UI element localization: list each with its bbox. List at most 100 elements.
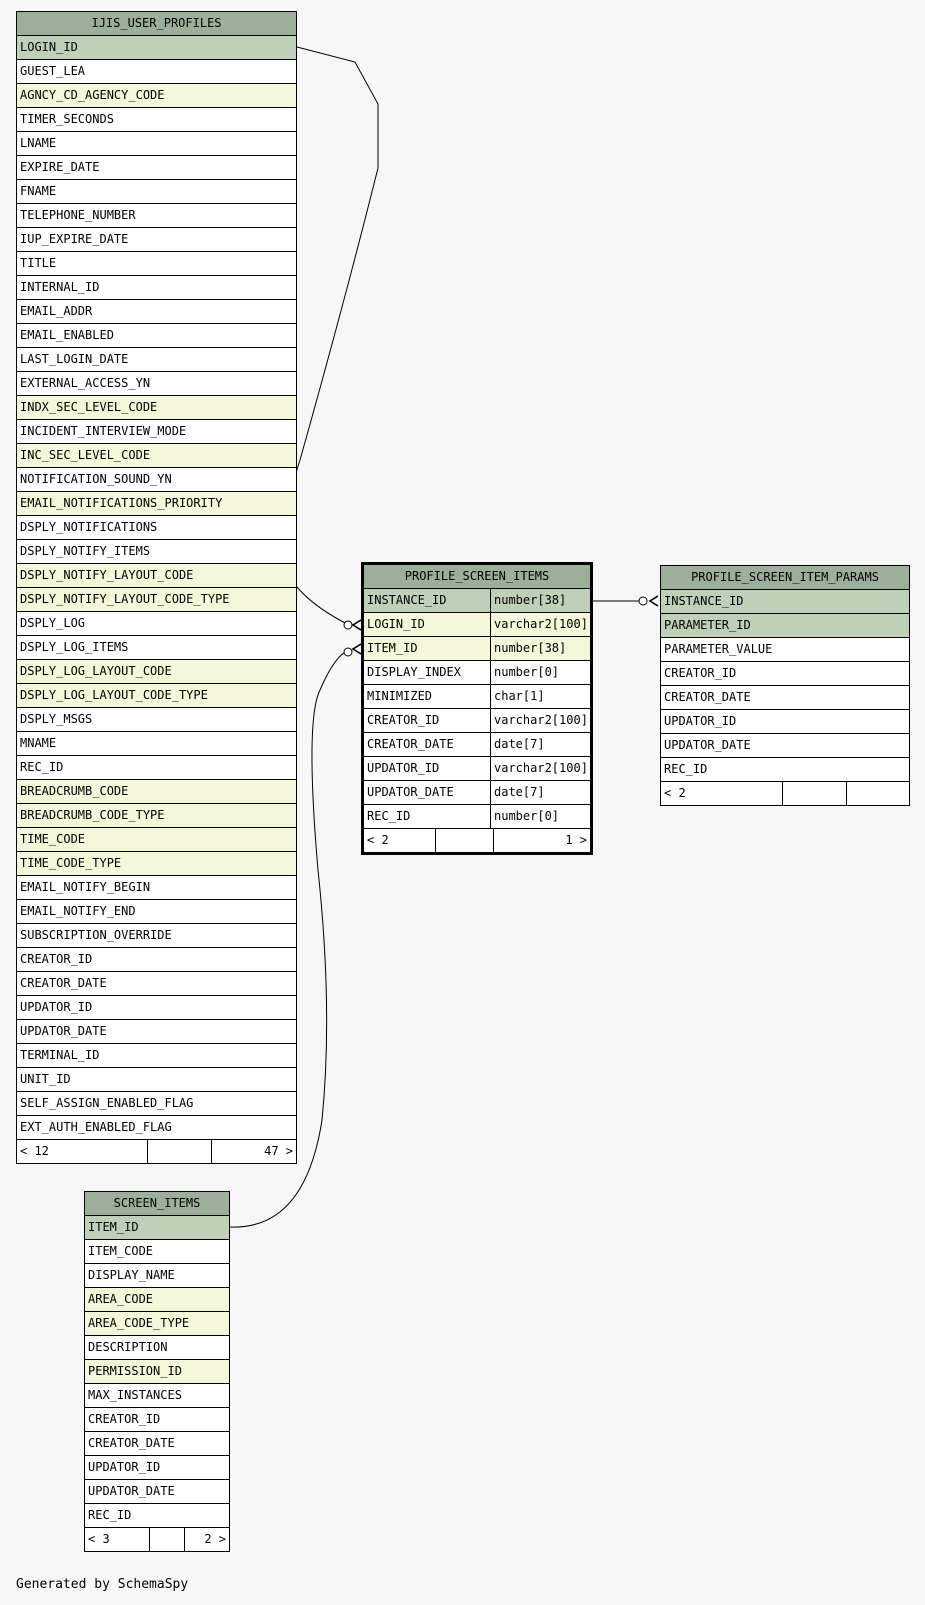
- column-row[interactable]: ITEM_ID: [85, 1216, 229, 1240]
- column-row[interactable]: CREATOR_ID: [85, 1408, 229, 1432]
- column-row[interactable]: IUP_EXPIRE_DATE: [17, 228, 296, 252]
- column-row[interactable]: DSPLY_MSGS: [17, 708, 296, 732]
- column-row[interactable]: BREADCRUMB_CODE: [17, 780, 296, 804]
- column-row[interactable]: EMAIL_ENABLED: [17, 324, 296, 348]
- column-row[interactable]: DESCRIPTION: [85, 1336, 229, 1360]
- column-row[interactable]: REC_ID: [661, 758, 909, 782]
- column-row[interactable]: PARAMETER_ID: [661, 614, 909, 638]
- column-row[interactable]: CREATOR_DATE: [661, 686, 909, 710]
- column-row[interactable]: UNIT_ID: [17, 1068, 296, 1092]
- column-row[interactable]: DSPLY_LOG_LAYOUT_CODE: [17, 660, 296, 684]
- column-row[interactable]: LAST_LOGIN_DATE: [17, 348, 296, 372]
- column-name: DISPLAY_NAME: [88, 1268, 175, 1282]
- column-row[interactable]: ITEM_CODE: [85, 1240, 229, 1264]
- column-row[interactable]: EMAIL_ADDR: [17, 300, 296, 324]
- column-row[interactable]: INC_SEC_LEVEL_CODE: [17, 444, 296, 468]
- column-row[interactable]: CREATOR_ID: [661, 662, 909, 686]
- child-count[interactable]: 2 >: [204, 1532, 226, 1546]
- column-row[interactable]: DSPLY_NOTIFY_LAYOUT_CODE: [17, 564, 296, 588]
- column-row[interactable]: AGNCY_CD_AGENCY_CODE: [17, 84, 296, 108]
- table-title[interactable]: PROFILE_SCREEN_ITEM_PARAMS: [661, 566, 909, 590]
- column-row[interactable]: UPDATOR_ID: [661, 710, 909, 734]
- column-row[interactable]: AREA_CODE: [85, 1288, 229, 1312]
- column-row[interactable]: SELF_ASSIGN_ENABLED_FLAG: [17, 1092, 296, 1116]
- column-row[interactable]: TIME_CODE: [17, 828, 296, 852]
- parent-count[interactable]: < 2: [364, 829, 436, 852]
- child-count[interactable]: 1 >: [565, 833, 587, 847]
- column-row[interactable]: AREA_CODE_TYPE: [85, 1312, 229, 1336]
- column-row[interactable]: INSTANCE_ID: [661, 590, 909, 614]
- column-name: UNIT_ID: [20, 1072, 71, 1086]
- column-row[interactable]: INTERNAL_ID: [17, 276, 296, 300]
- column-row[interactable]: REC_ID: [17, 756, 296, 780]
- column-row[interactable]: DSPLY_LOG_LAYOUT_CODE_TYPE: [17, 684, 296, 708]
- column-row[interactable]: UPDATOR_DATE: [85, 1480, 229, 1504]
- column-row[interactable]: EXPIRE_DATE: [17, 156, 296, 180]
- column-name: TELEPHONE_NUMBER: [20, 208, 136, 222]
- parent-count[interactable]: < 2: [661, 782, 783, 805]
- child-count[interactable]: 47 >: [264, 1144, 293, 1158]
- column-row[interactable]: PERMISSION_ID: [85, 1360, 229, 1384]
- column-row[interactable]: NOTIFICATION_SOUND_YN: [17, 468, 296, 492]
- column-row[interactable]: EMAIL_NOTIFY_END: [17, 900, 296, 924]
- column-row[interactable]: REC_ID: [85, 1504, 229, 1528]
- column-row[interactable]: TELEPHONE_NUMBER: [17, 204, 296, 228]
- column-row[interactable]: PARAMETER_VALUE: [661, 638, 909, 662]
- column-row[interactable]: UPDATOR_ID: [17, 996, 296, 1020]
- column-row[interactable]: MNAME: [17, 732, 296, 756]
- column-row[interactable]: BREADCRUMB_CODE_TYPE: [17, 804, 296, 828]
- column-row[interactable]: FNAME: [17, 180, 296, 204]
- column-row[interactable]: DSPLY_NOTIFY_ITEMS: [17, 540, 296, 564]
- table-title[interactable]: IJIS_USER_PROFILES: [17, 12, 296, 36]
- column-row[interactable]: DSPLY_NOTIFY_LAYOUT_CODE_TYPE: [17, 588, 296, 612]
- column-row[interactable]: UPDATOR_DATE: [17, 1020, 296, 1044]
- column-row[interactable]: MAX_INSTANCES: [85, 1384, 229, 1408]
- column-row[interactable]: DISPLAY_NAME: [85, 1264, 229, 1288]
- column-row[interactable]: CREATOR_DATE: [85, 1432, 229, 1456]
- column-row[interactable]: SUBSCRIPTION_OVERRIDE: [17, 924, 296, 948]
- column-row[interactable]: DSPLY_LOG: [17, 612, 296, 636]
- column-type: varchar2[100]: [494, 713, 588, 727]
- column-row[interactable]: EXT_AUTH_ENABLED_FLAG: [17, 1116, 296, 1140]
- child-count[interactable]: [847, 782, 909, 805]
- column-row[interactable]: CREATOR_ID: [17, 948, 296, 972]
- column-row[interactable]: UPDATOR_ID: [85, 1456, 229, 1480]
- column-row[interactable]: LNAME: [17, 132, 296, 156]
- column-row[interactable]: INCIDENT_INTERVIEW_MODE: [17, 420, 296, 444]
- column-row[interactable]: EXTERNAL_ACCESS_YN: [17, 372, 296, 396]
- link-screen-item-crowfoot: [351, 643, 362, 655]
- column-row[interactable]: INDX_SEC_LEVEL_CODE: [17, 396, 296, 420]
- column-row[interactable]: UPDATOR_DATE: [661, 734, 909, 758]
- parent-count[interactable]: < 12: [17, 1140, 148, 1163]
- column-row[interactable]: DSPLY_NOTIFICATIONS: [17, 516, 296, 540]
- column-name: REC_ID: [20, 760, 64, 774]
- column-row[interactable]: GUEST_LEA: [17, 60, 296, 84]
- column-row[interactable]: TIME_CODE_TYPE: [17, 852, 296, 876]
- column-row[interactable]: TIMER_SECONDS: [17, 108, 296, 132]
- column-row[interactable]: LOGIN_ID: [17, 36, 296, 60]
- parent-count[interactable]: < 3: [85, 1528, 150, 1551]
- column-row[interactable]: TITLE: [17, 252, 296, 276]
- column-row[interactable]: EMAIL_NOTIFICATIONS_PRIORITY: [17, 492, 296, 516]
- column-row[interactable]: DSPLY_LOG_ITEMS: [17, 636, 296, 660]
- column-row[interactable]: EMAIL_NOTIFY_BEGIN: [17, 876, 296, 900]
- table-title[interactable]: PROFILE_SCREEN_ITEMS: [364, 565, 590, 589]
- table-title[interactable]: SCREEN_ITEMS: [85, 1192, 229, 1216]
- column-name: TITLE: [20, 256, 57, 270]
- column-row[interactable]: TERMINAL_ID: [17, 1044, 296, 1068]
- column-row[interactable]: CREATOR_DATE: [17, 972, 296, 996]
